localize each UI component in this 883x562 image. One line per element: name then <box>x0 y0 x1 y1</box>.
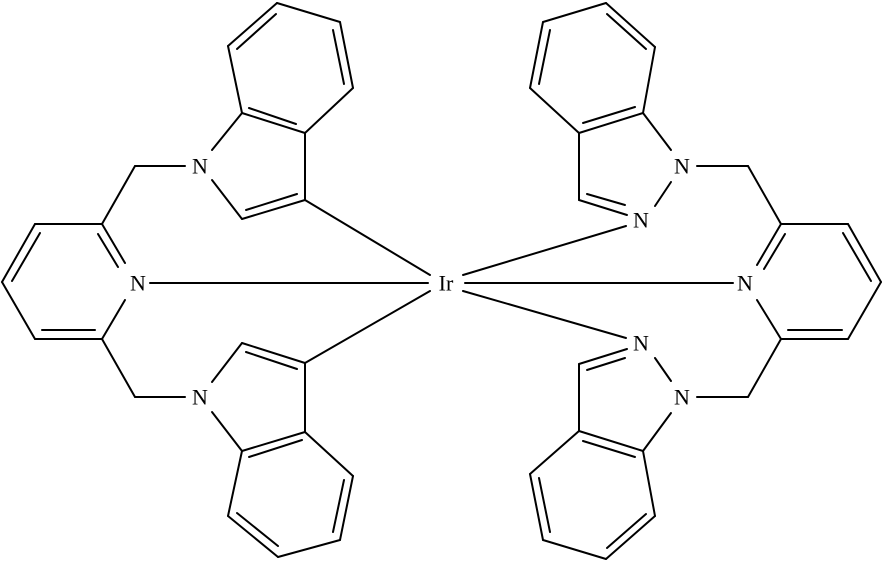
bottom-right-indazole <box>529 348 672 560</box>
bottom-left-indole <box>211 342 354 558</box>
ir-c-bond-top-left <box>304 199 431 276</box>
top-left-indole <box>211 2 354 220</box>
right-pyridine-ring <box>756 223 882 340</box>
bottom-left-indole-n-label: N <box>192 385 208 410</box>
bottom-right-indazole-n1-label: N <box>674 385 690 410</box>
top-right-indazole-n1-label: N <box>674 154 690 179</box>
left-pyridine-n-label: N <box>130 271 146 296</box>
ir-n-bond-top-right <box>462 225 627 276</box>
left-bottom-ch2-bond <box>101 338 136 398</box>
right-bottom-ch2-bond <box>747 338 782 398</box>
ir-n-bond-bottom-right <box>462 290 627 339</box>
bottom-right-indazole-n2-label: N <box>633 331 649 356</box>
left-top-ch2-bond <box>101 165 136 225</box>
iridium-atom-label: Ir <box>439 271 454 296</box>
left-pyridine-ring <box>1 223 126 340</box>
ir-c-bond-bottom-left <box>304 290 431 364</box>
top-left-indole-n-label: N <box>192 154 208 179</box>
right-pyridine-n-label: N <box>737 271 753 296</box>
top-right-indazole-n2-label: N <box>633 208 649 233</box>
right-top-ch2-bond <box>747 165 782 225</box>
top-right-indazole <box>529 2 672 216</box>
